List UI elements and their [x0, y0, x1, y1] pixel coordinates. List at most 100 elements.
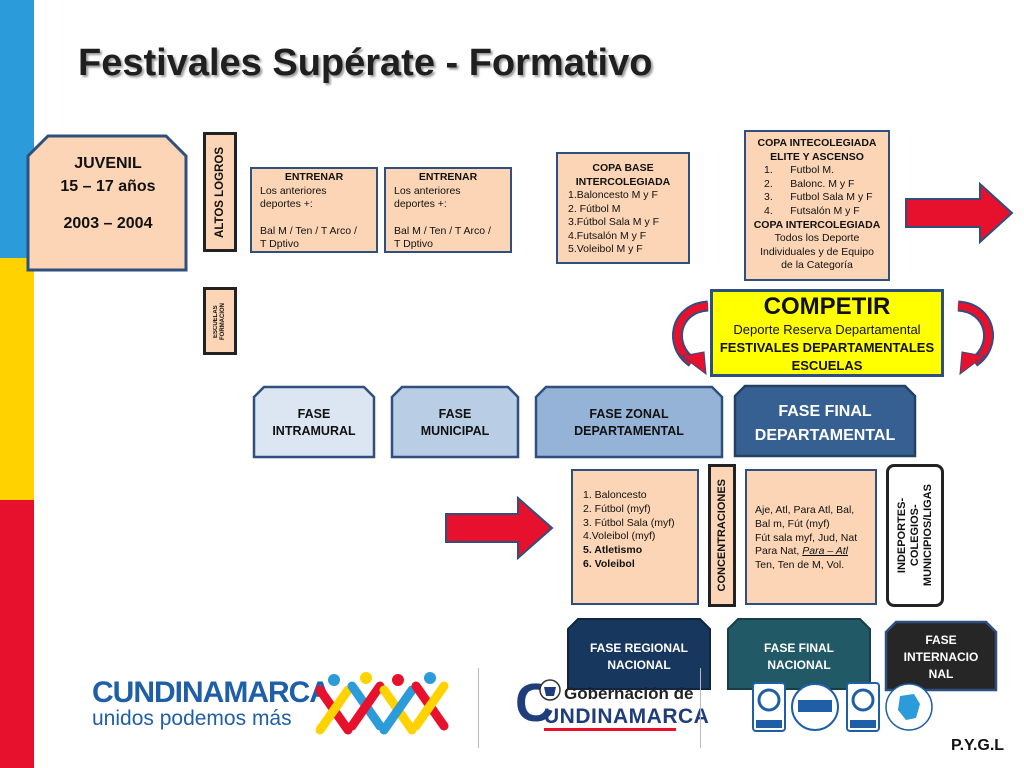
entrenar-line: T Dptivo	[394, 238, 433, 250]
juvenil-years: 2003 – 2004	[63, 215, 153, 232]
stripe-yellow	[0, 258, 34, 500]
phase-municipal: FASE MUNICIPAL	[390, 406, 520, 440]
curved-arrow-left-icon	[672, 300, 709, 376]
copa-base-item: 5.Voleibol M y F	[568, 243, 643, 255]
curved-arrow-right-icon	[957, 300, 994, 376]
copa-elite-heading: COPA INTECOLEGIADA	[757, 137, 877, 149]
entrenar-line: deportes +:	[260, 198, 313, 210]
para-nat-text: Para Nat,	[755, 545, 803, 558]
phase-internacional-shape	[884, 620, 998, 692]
sports-detail-line: Ten, Ten de M, Vol.	[755, 559, 845, 572]
map-seal-icon	[885, 683, 933, 731]
sports-detail-line: Aje, Atl, Para Atl, Bal,	[755, 504, 855, 516]
copa-base-heading: INTERCOLEGIADA	[575, 175, 671, 188]
phase-label: NACIONAL	[767, 658, 831, 672]
phase-label: DEPARTAMENTAL	[574, 424, 684, 438]
altos-logros-box: ALTOS LOGROS	[203, 132, 237, 252]
entrenar-heading: ENTRENAR	[418, 171, 478, 183]
sports-detail-line: Para Nat, Para – Atl	[755, 545, 867, 559]
concentraciones-label: CONCENTRACIONES	[716, 479, 728, 592]
phase-regional-shape	[567, 618, 711, 690]
footer-divider	[700, 668, 701, 748]
phase-label: INTRAMURAL	[272, 424, 356, 438]
copa-elite-item: 4. Futsalón M y F	[764, 204, 860, 217]
competir-title: COMPETIR	[763, 293, 891, 320]
competir-line: Deporte Reserva Departamental	[733, 322, 921, 337]
copa-elite-line: Individuales y de Equipo	[760, 245, 874, 258]
copa-base-heading: COPA BASE	[592, 162, 654, 174]
sports-item: 1. Baloncesto	[583, 489, 647, 501]
copa-base-item: 1.Baloncesto M y F	[568, 189, 658, 201]
sports-detail-box: Aje, Atl, Para Atl, Bal, Bal m, Fút (myf…	[745, 469, 877, 605]
copa-elite-item: 3. Futbol Sala M y F	[764, 191, 873, 204]
escuelas-formacion-box: ESCUELAS FORMACION	[203, 287, 237, 355]
phase-zonal-shape	[534, 385, 724, 459]
phase-final-dep: FASE FINAL DEPARTAMENTAL	[733, 400, 917, 448]
phase-label: FASE REGIONAL	[589, 641, 688, 655]
iqnet-seal-icon	[791, 683, 839, 731]
para-atl-text: Para – Atl	[802, 545, 848, 558]
phase-label: FASE	[438, 407, 472, 421]
entrenar-line: deportes +:	[394, 198, 447, 210]
copa-elite-item: 2. Balonc. M y F	[764, 177, 855, 190]
entrenar-box-1: ENTRENAR Los anteriores deportes +: Bal …	[250, 167, 378, 253]
entrenar-heading: ENTRENAR	[284, 171, 344, 183]
phase-municipal-shape	[390, 385, 520, 459]
juvenil-box: JUVENIL 15 – 17 años 2003 – 2004	[26, 152, 190, 235]
people-logo-icon	[315, 672, 449, 735]
copa-elite-box: COPA INTECOLEGIADA ELITE Y ASCENSO 1. Fu…	[744, 130, 890, 281]
iso-9001-seal-icon	[752, 682, 786, 732]
sports-item: 2. Fútbol (myf)	[583, 502, 651, 515]
arrow-right-icon	[905, 182, 1014, 244]
formacion-label: FORMACION	[220, 302, 226, 340]
entrenar-box-2: ENTRENAR Los anteriores deportes +: Bal …	[384, 167, 512, 253]
copa-intercolegiada-heading: COPA INTERCOLEGIADA	[753, 218, 881, 231]
copa-base-item: 4.Futsalón M y F	[568, 229, 647, 242]
sports-item: 5. Atletismo	[583, 544, 643, 557]
indeportes-box: INDEPORTES- COLEGIOS- MUNICIPIOS/LIGAS	[886, 464, 944, 607]
escuelas-label: ESCUELAS	[213, 304, 219, 338]
entrenar-line: Los anteriores	[394, 184, 461, 197]
coat-of-arms-icon	[539, 679, 561, 701]
phase-regional: FASE REGIONAL NACIONAL	[566, 640, 712, 674]
juvenil-box-shape	[26, 134, 188, 272]
sports-detail-line: Fút sala myf, Jud, Nat	[755, 531, 858, 544]
competir-line: FESTIVALES DEPARTAMENTALES	[719, 340, 935, 355]
copa-elite-heading: ELITE Y ASCENSO	[770, 150, 864, 163]
footer-divider	[478, 668, 479, 748]
indeportes-line: INDEPORTES-	[895, 497, 908, 574]
juvenil-age: 15 – 17 años	[60, 178, 156, 195]
ntcgp-seal-icon	[846, 682, 880, 732]
slogan: unidos podemos más	[92, 707, 292, 730]
copa-base-box: COPA BASE INTERCOLEGIADA 1.Baloncesto M …	[556, 152, 690, 264]
phase-label: FASE	[297, 407, 331, 421]
competir-box: COMPETIR Deporte Reserva Departamental F…	[710, 289, 944, 377]
phase-internacional: FASE INTERNACIO NAL	[884, 632, 998, 683]
sports-item: 6. Voleibol	[583, 557, 635, 570]
escuelas-formacion-label: ESCUELAS FORMACION	[213, 303, 227, 340]
phase-label: MUNICIPAL	[420, 424, 490, 438]
phase-final-nac: FASE FINAL NACIONAL	[726, 640, 872, 674]
gobernacion-text: Gobernación de	[564, 684, 694, 703]
cundinamarca-logo-text: CUNDINAMARCA	[92, 676, 331, 709]
entrenar-line: Bal M / Ten / T Arco /	[260, 224, 357, 237]
concentraciones-box: CONCENTRACIONES	[708, 464, 736, 607]
phase-label: INTERNACIO	[903, 650, 979, 664]
copa-elite-line: de la Categoría	[781, 259, 853, 272]
altos-logros-label: ALTOS LOGROS	[214, 146, 226, 238]
copa-base-item: 2. Fútbol M	[568, 202, 621, 215]
phase-label: FASE ZONAL	[589, 407, 669, 421]
gobernacion-name: UNDINAMARCA	[544, 705, 710, 728]
gobernacion-underline	[544, 728, 676, 731]
sports-list-box: 1. Baloncesto 2. Fútbol (myf) 3. Fútbol …	[571, 469, 699, 605]
stripe-red	[0, 500, 34, 768]
arrow-right-icon	[445, 496, 554, 560]
phase-label: NACIONAL	[607, 658, 671, 672]
copa-elite-line: Todos los Deporte	[774, 232, 860, 245]
phase-label: NAL	[928, 667, 954, 681]
phase-intramural-shape	[252, 385, 376, 459]
phase-zonal: FASE ZONAL DEPARTAMENTAL	[534, 406, 724, 440]
indeportes-line: MUNICIPIOS/LIGAS	[921, 484, 934, 587]
copa-elite-item: 1. Futbol M.	[764, 164, 835, 177]
copa-base-item: 3.Fútbol Sala M y F	[568, 216, 660, 228]
